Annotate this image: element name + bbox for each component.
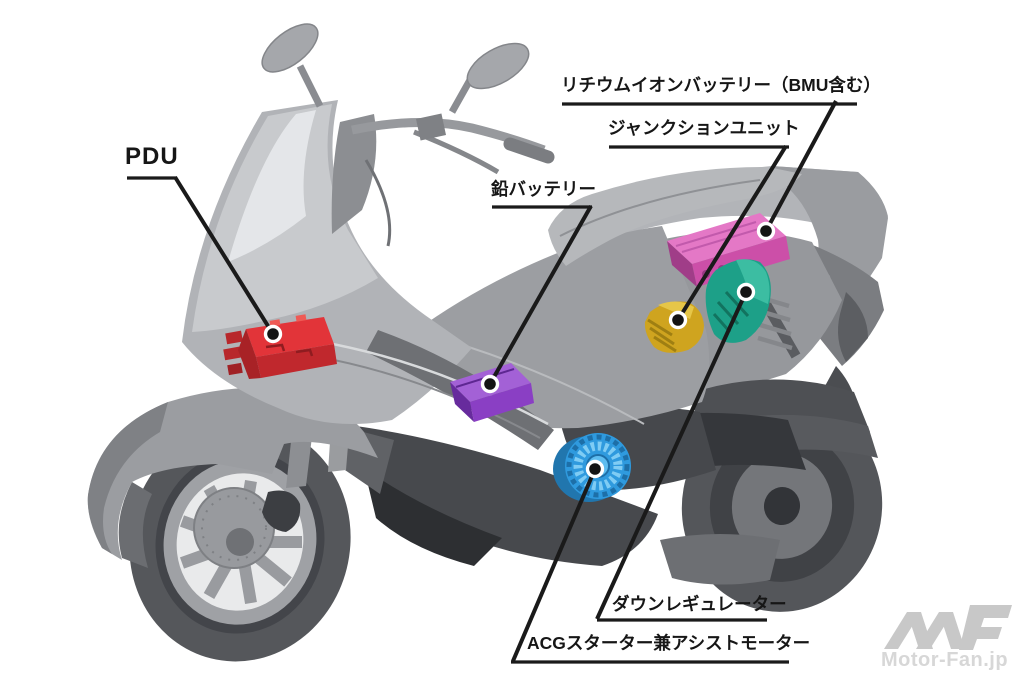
right-mirror-stalk: [448, 78, 474, 114]
label-pdu: PDU: [125, 143, 179, 170]
label-acg-motor: ACGスターター兼アシストモーター: [527, 633, 811, 653]
callout-dot: [585, 459, 605, 479]
callout-dot: [480, 374, 500, 394]
callout-dot: [756, 221, 776, 241]
label-lithium-battery: リチウムイオンバッテリー（BMU含む）: [561, 75, 881, 95]
handlebar: [261, 23, 555, 247]
left-mirror: [261, 23, 319, 73]
label-underlines: [127, 102, 857, 664]
label-down-regulator: ダウンレギュレーター: [612, 594, 787, 614]
front-brake-caliper: [262, 490, 301, 532]
pdu-component: [223, 314, 337, 379]
left-mirror-stalk: [296, 64, 324, 108]
engine-swingarm: [560, 379, 878, 585]
label-junction-unit: ジャンクションユニット: [608, 118, 800, 138]
callout-dot: [736, 282, 756, 302]
callout-dots: [263, 221, 776, 479]
down-regulator-component: [705, 259, 771, 343]
leader-pdu: [173, 175, 275, 336]
leader-junction-unit: [676, 144, 788, 322]
right-grip: [503, 137, 555, 164]
front-brake-disc: [193, 487, 275, 569]
front-fender: [87, 387, 379, 568]
motor-fan-logo-icon: [884, 605, 1012, 650]
leader-down-regulator: [595, 291, 748, 620]
leader-acg-motor: [511, 468, 597, 662]
right-mirror: [466, 42, 530, 90]
label-lead-battery: 鉛バッテリー: [491, 179, 596, 199]
watermark-site-text: Motor-Fan.jp: [881, 649, 1009, 671]
callout-dot: [668, 310, 688, 330]
leader-lead-battery: [488, 205, 593, 385]
leader-lithium-battery: [764, 100, 838, 232]
callout-dot: [263, 324, 283, 344]
leader-lines: [173, 100, 838, 662]
